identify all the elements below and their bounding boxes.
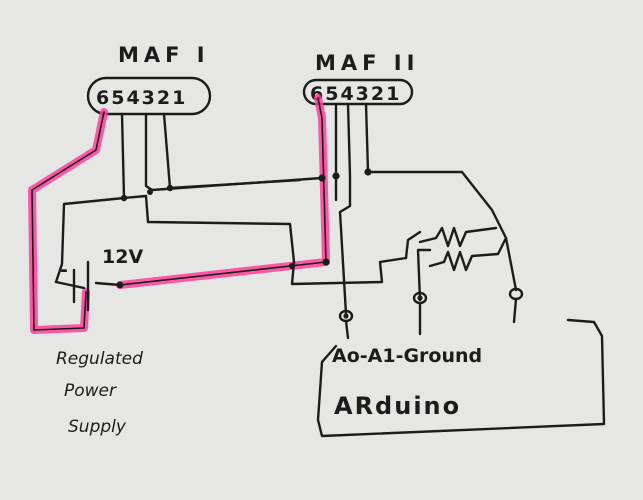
a1-node-wire xyxy=(416,248,432,302)
maf2-pin-labels: 654321 xyxy=(310,83,401,105)
maf2-housing xyxy=(302,78,414,106)
supply-caption-line3: Supply xyxy=(68,417,127,437)
ground-bus-wires xyxy=(54,170,518,316)
maf1-pin1-bus xyxy=(168,178,302,190)
junction-dots xyxy=(116,168,372,289)
junction-dot xyxy=(364,168,372,176)
maf1-pin3-wire xyxy=(120,112,126,200)
maf1-title: MAF I xyxy=(118,43,210,67)
arduino-outline xyxy=(316,318,606,438)
a1-terminal-fill xyxy=(417,295,423,301)
junction-dot xyxy=(332,172,340,180)
junction-dot xyxy=(318,174,326,182)
resistor-network xyxy=(418,226,508,272)
pink-core-right xyxy=(119,97,327,286)
junction-dot xyxy=(147,189,153,195)
ground-bus-left xyxy=(54,196,126,284)
power-supply-symbol: 12V - xyxy=(54,246,143,312)
resistor-lower xyxy=(428,236,508,272)
maf2-pin1-wire xyxy=(364,102,370,174)
resistor-junction xyxy=(404,230,422,260)
junction-dot xyxy=(166,184,174,192)
maf2-pin-wires xyxy=(334,102,370,178)
maf1-pin-labels: 654321 xyxy=(96,87,187,109)
junction-dot xyxy=(322,258,330,266)
maf2-title: MAF II xyxy=(315,51,419,75)
supply-minus-plate xyxy=(54,280,86,290)
maf1-pin2-wire xyxy=(144,112,154,192)
arduino-terminals xyxy=(338,287,524,340)
maf1-pin-wires xyxy=(120,112,172,200)
a0-terminal-fill xyxy=(343,313,349,319)
maf2-pin2-wire xyxy=(346,102,352,178)
supply-caption: Regulated Power Supply xyxy=(56,349,143,437)
junction-dot xyxy=(120,194,128,202)
junction-dot xyxy=(289,263,295,269)
arduino-outline-corner xyxy=(320,344,338,364)
supply-plus-lead xyxy=(94,281,122,287)
supply-caption-line1: Regulated xyxy=(56,349,143,369)
maf1-pin3-bus xyxy=(122,194,296,264)
arduino-pin-labels: Ao-A1-Ground xyxy=(332,345,482,367)
maf2-pin1-to-ground xyxy=(366,170,518,292)
pink-core-left xyxy=(31,111,105,331)
maf2-connector: MAF II 654321 xyxy=(302,51,419,106)
positive-supply-wire xyxy=(28,94,330,334)
arduino-board: Ao-A1-Ground ARduino xyxy=(316,318,606,438)
arduino-name: ARduino xyxy=(334,392,461,420)
ground-lead xyxy=(512,297,518,324)
maf1-housing xyxy=(86,76,212,116)
a0-lead xyxy=(344,319,350,340)
pink-highlight-left xyxy=(28,108,108,334)
maf1-connector: MAF I 654321 xyxy=(86,43,212,116)
supply-minus-label: - xyxy=(60,259,68,281)
resistor-upper xyxy=(418,226,498,248)
supply-caption-line2: Power xyxy=(64,381,117,401)
maf2-signal-to-a0 xyxy=(338,174,352,316)
supply-voltage-label: 12V xyxy=(102,246,143,268)
maf1-pin1-wire xyxy=(162,112,172,190)
ground-to-arduino xyxy=(290,256,408,286)
